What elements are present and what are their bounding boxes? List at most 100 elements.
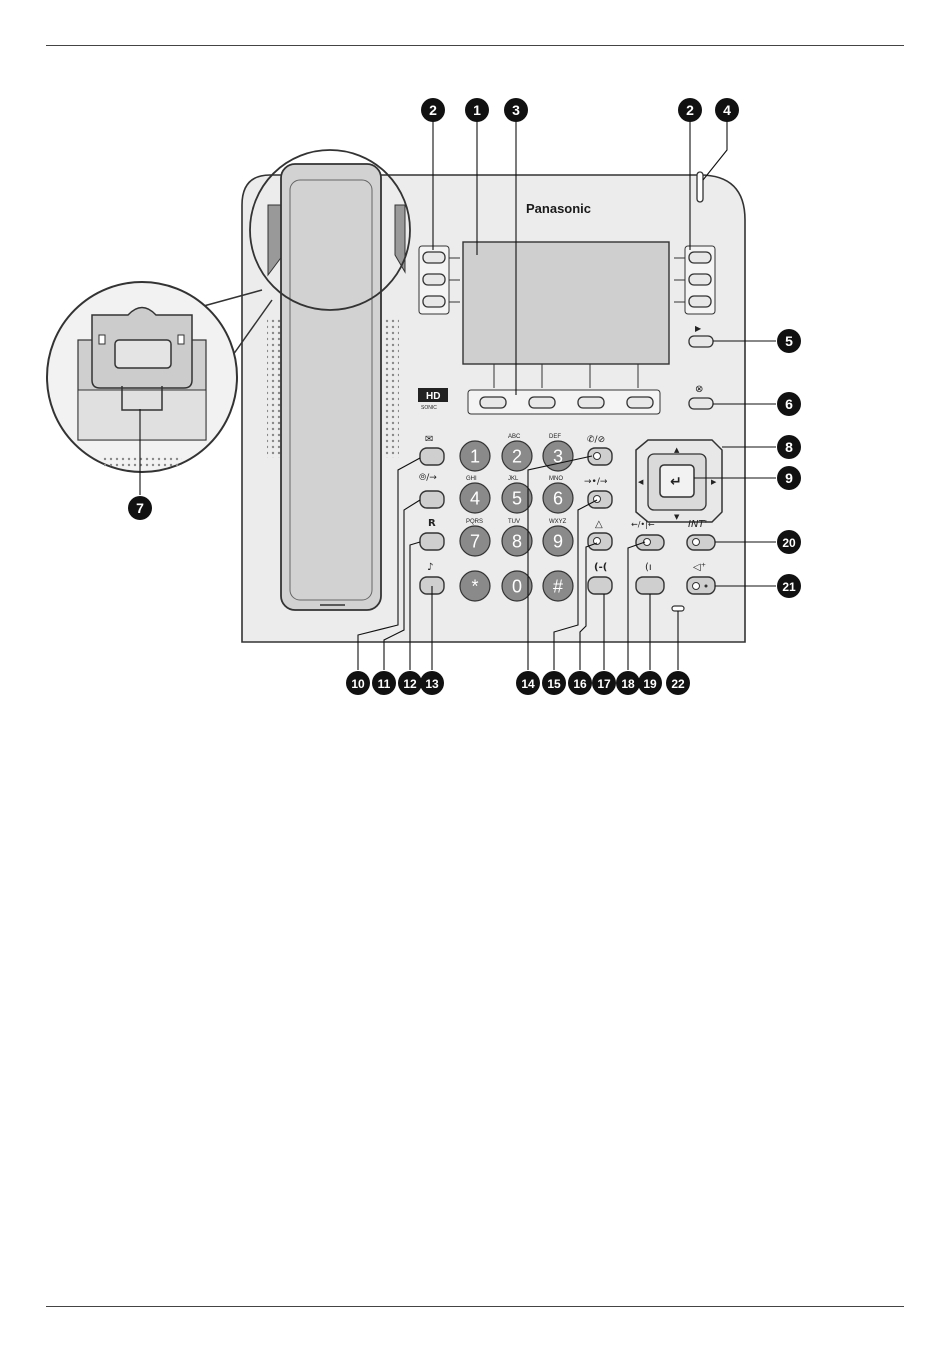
int-icon: INT' — [688, 519, 707, 530]
svg-text:HD: HD — [426, 391, 440, 402]
dial-key-digit: # — [553, 577, 563, 597]
speaker-key[interactable] — [687, 577, 715, 594]
soft-key-4[interactable] — [627, 397, 653, 408]
callout-number: 3 — [512, 102, 520, 118]
dial-key-digit: 6 — [553, 489, 563, 509]
dial-key-star[interactable]: * — [460, 571, 490, 601]
callout-3: 3 — [504, 98, 528, 122]
callout-4: 4 — [715, 98, 739, 122]
message-key[interactable] — [420, 448, 444, 465]
self-label-key-left-3[interactable] — [423, 296, 445, 307]
dial-key-letters: DEF — [549, 434, 561, 440]
navigator-key[interactable]: ↵ ▲ ▼ ◀ ▶ — [636, 440, 722, 522]
callout-number: 7 — [136, 500, 144, 516]
redial-key[interactable] — [420, 533, 444, 550]
pickup-icon: ⇜/•|← — [631, 520, 655, 529]
callout-19: 19 — [638, 671, 662, 695]
dial-key-letters: PQRS — [466, 519, 483, 525]
display — [463, 242, 669, 364]
cancel-key[interactable] — [689, 398, 713, 409]
soft-key-3[interactable] — [578, 397, 604, 408]
dial-key-digit: 5 — [512, 489, 522, 509]
callout-number: 13 — [425, 677, 439, 691]
message-icon: ✉ — [425, 434, 433, 445]
redial-icon: R — [428, 518, 436, 529]
callout-10: 10 — [346, 671, 370, 695]
callout-number: 8 — [785, 439, 793, 455]
callout-number: 16 — [573, 677, 587, 691]
dial-key-pound[interactable]: # — [543, 571, 573, 601]
callout-number: 17 — [597, 677, 611, 691]
callout-22: 22 — [666, 671, 690, 695]
callout-number: 4 — [723, 102, 731, 118]
soft-key-2[interactable] — [529, 397, 555, 408]
callout-number: 2 — [686, 102, 694, 118]
headset-key[interactable] — [420, 491, 444, 508]
brand-logo: Panasonic — [526, 201, 591, 216]
dial-key-digit: 7 — [470, 532, 480, 552]
callout-20: 20 — [777, 530, 801, 554]
enter-icon: ↵ — [670, 474, 682, 490]
self-label-key-left-1[interactable] — [423, 252, 445, 263]
self-label-key-right-2[interactable] — [689, 274, 711, 285]
self-label-key-right-3[interactable] — [689, 296, 711, 307]
dial-key-digit: 9 — [553, 532, 563, 552]
ringer-led-strip — [697, 172, 703, 202]
conference-icon: △ — [595, 519, 603, 530]
dial-key-digit: 4 — [470, 489, 480, 509]
callout-18: 18 — [616, 671, 640, 695]
callout-number: 18 — [621, 677, 635, 691]
callout-2: 2 — [421, 98, 445, 122]
dial-key-digit: * — [471, 577, 478, 597]
play-icon: ▶ — [695, 324, 702, 333]
dial-key-1[interactable]: 1 — [460, 441, 490, 471]
callout-2: 2 — [678, 98, 702, 122]
dial-key-letters: WXYZ — [549, 519, 567, 525]
headset-transfer-icon: ⦾/→ — [419, 473, 437, 483]
answer-icon: (ı — [645, 562, 652, 573]
self-label-key-left-2[interactable] — [423, 274, 445, 285]
dial-key-letters: GHI — [466, 476, 477, 482]
hold-icon: (-( — [594, 562, 607, 573]
callout-21: 21 — [777, 574, 801, 598]
message-ringer-indicator — [672, 606, 684, 611]
callout-number: 10 — [351, 677, 365, 691]
callout-number: 14 — [521, 677, 535, 691]
callout-number: 20 — [782, 536, 796, 550]
mute-icon: ✆/⊘ — [587, 435, 605, 445]
hold-key[interactable] — [588, 577, 612, 594]
callout-number: 22 — [671, 677, 685, 691]
callout-number: 11 — [378, 677, 391, 691]
nav-right-icon: ▶ — [711, 478, 717, 486]
dial-key-letters: ABC — [508, 434, 521, 440]
callout-6: 6 — [777, 392, 801, 416]
int-key[interactable] — [687, 535, 715, 550]
self-label-key-right-1[interactable] — [689, 252, 711, 263]
callout-14: 14 — [516, 671, 540, 695]
callout-number: 5 — [785, 333, 793, 349]
callout-12: 12 — [398, 671, 422, 695]
dial-key-digit: 2 — [512, 447, 522, 467]
answer-key[interactable] — [636, 577, 664, 594]
play-key[interactable] — [689, 336, 713, 347]
callout-15: 15 — [542, 671, 566, 695]
dial-key-digit: 1 — [470, 447, 480, 467]
callout-16: 16 — [568, 671, 592, 695]
dial-key-letters: TUV — [508, 519, 520, 525]
callout-number: 19 — [643, 677, 657, 691]
flash-recall-icon: ♪ — [427, 562, 433, 573]
nav-left-icon: ◀ — [638, 478, 644, 486]
dial-key-digit: 8 — [512, 532, 522, 552]
callout-11: 11 — [372, 671, 396, 695]
callout-number: 1 — [473, 102, 481, 118]
hook-detail — [47, 282, 237, 472]
soft-key-1[interactable] — [480, 397, 506, 408]
svg-text:SONIC: SONIC — [421, 405, 437, 411]
dial-key-letters: JKL — [508, 476, 519, 482]
callout-number: 6 — [785, 396, 793, 412]
nav-down-icon: ▼ — [674, 513, 680, 521]
callout-number: 21 — [782, 580, 796, 594]
callout-number: 2 — [429, 102, 437, 118]
callout-13: 13 — [420, 671, 444, 695]
